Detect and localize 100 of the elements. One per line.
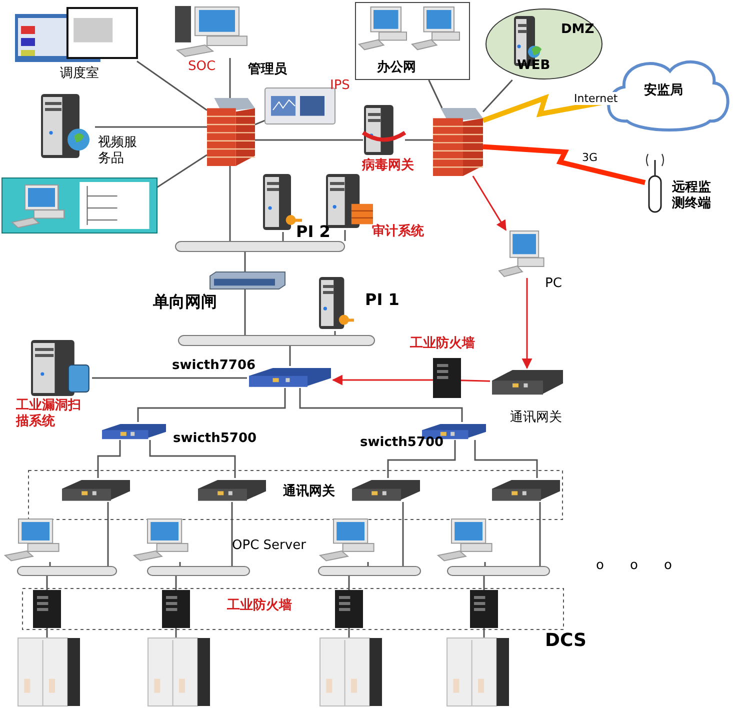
connector-line bbox=[482, 80, 513, 112]
dashed-group-box bbox=[28, 470, 563, 520]
device-label: swicth7706 bbox=[172, 358, 256, 374]
connector-line bbox=[483, 628, 485, 638]
network-bus-bar bbox=[17, 566, 117, 576]
connector-line bbox=[107, 502, 109, 566]
lightning-link bbox=[482, 94, 602, 123]
device-label: 远程监测终端 bbox=[672, 180, 712, 212]
connector-line bbox=[460, 380, 490, 382]
device-label: PI 1 bbox=[365, 290, 400, 310]
device-label: 工业防火墙 bbox=[410, 336, 475, 352]
connector-line bbox=[179, 562, 181, 566]
connector-line bbox=[136, 60, 208, 111]
network-bus-bar bbox=[447, 566, 550, 576]
device-label: 通讯网关 bbox=[510, 410, 562, 426]
tower-device-icon bbox=[162, 590, 190, 628]
node-label: 安监局 bbox=[644, 83, 683, 99]
connector-line bbox=[539, 502, 541, 566]
connector-line bbox=[299, 388, 463, 422]
connector-line bbox=[334, 331, 336, 335]
connector-line bbox=[483, 576, 485, 590]
edge-label: 3G bbox=[580, 151, 600, 164]
tower-device-icon bbox=[470, 590, 498, 628]
connector-line bbox=[255, 139, 363, 141]
connector-line bbox=[97, 440, 121, 478]
network-bus-bar bbox=[175, 241, 345, 252]
connector-line bbox=[405, 139, 433, 141]
tower-device-icon bbox=[433, 358, 461, 398]
antenna-icon bbox=[645, 152, 665, 212]
screenshot-picture bbox=[15, 8, 137, 62]
node-label: WEB bbox=[517, 58, 550, 74]
connector-line bbox=[49, 562, 51, 566]
appliance-icon bbox=[265, 88, 335, 124]
text-label: o bbox=[596, 558, 604, 574]
device-label: SOC bbox=[188, 59, 216, 75]
dashed-group-box bbox=[22, 588, 564, 630]
gateway-appliance-icon bbox=[60, 478, 132, 502]
connector-line bbox=[484, 562, 486, 566]
cabinet-icon bbox=[320, 638, 382, 706]
device-label: 视频服务品 bbox=[98, 135, 138, 166]
tower-device-icon bbox=[33, 590, 61, 628]
edge-label: Internet bbox=[572, 92, 620, 105]
device-label: PI 2 bbox=[296, 222, 330, 242]
cabinet-icon bbox=[447, 638, 509, 706]
cabinet-icon bbox=[18, 638, 80, 706]
connector-line bbox=[149, 440, 236, 478]
text-label: o bbox=[630, 558, 638, 574]
connector-line bbox=[387, 440, 456, 478]
text-label: DCS bbox=[545, 630, 586, 652]
connector-line bbox=[348, 628, 350, 638]
connector-line bbox=[282, 232, 284, 241]
monitoring-panel-picture bbox=[2, 178, 157, 233]
office-network-box bbox=[355, 2, 470, 80]
server-icon bbox=[30, 338, 92, 398]
connector-line bbox=[244, 289, 246, 335]
device-label: 管理员 bbox=[248, 62, 287, 78]
device-label: 调度室 bbox=[60, 66, 99, 82]
connector-line bbox=[472, 176, 506, 231]
connector-line bbox=[402, 502, 404, 566]
connector-line bbox=[175, 576, 177, 590]
gateway-appliance-icon bbox=[350, 478, 422, 502]
connector-line bbox=[46, 576, 48, 590]
connector-line bbox=[92, 377, 247, 379]
gateway-appliance-icon bbox=[490, 478, 562, 502]
tower-device-icon bbox=[335, 590, 363, 628]
node-label: DMZ bbox=[561, 22, 594, 38]
connector-line bbox=[474, 440, 538, 478]
lightning-link bbox=[482, 144, 646, 186]
connector-line bbox=[244, 252, 246, 272]
gateway-appliance-icon bbox=[490, 368, 565, 396]
dmz-ellipse bbox=[485, 8, 603, 80]
connector-line bbox=[289, 346, 291, 366]
connector-line bbox=[332, 374, 433, 386]
device-label: 单向网闸 bbox=[153, 292, 217, 312]
connector-line bbox=[175, 628, 177, 638]
node-label: 工业防火墙 bbox=[227, 598, 292, 614]
connector-line bbox=[229, 58, 231, 98]
text-label: OPC Server bbox=[232, 538, 306, 554]
connector-line bbox=[229, 166, 231, 241]
connector-line bbox=[95, 126, 207, 128]
connector-line bbox=[428, 80, 443, 108]
network-bus-bar bbox=[318, 566, 421, 576]
firewall-icon bbox=[433, 108, 483, 176]
device-label: IPS bbox=[330, 78, 350, 94]
firewall-icon bbox=[207, 98, 255, 166]
device-label: swicth5700 bbox=[360, 435, 444, 451]
device-label: 病毒网关 bbox=[362, 158, 414, 174]
connector-line bbox=[46, 628, 48, 638]
connector-line bbox=[137, 388, 286, 422]
server-icon bbox=[318, 275, 354, 331]
connector-line bbox=[231, 502, 233, 566]
connector-line bbox=[367, 562, 369, 566]
switch-icon bbox=[100, 422, 168, 440]
cabinet-icon bbox=[148, 638, 210, 706]
connector-line bbox=[344, 230, 346, 241]
gateway-appliance-icon bbox=[210, 272, 285, 289]
device-label: PC bbox=[545, 276, 562, 292]
connector-line bbox=[156, 154, 208, 188]
network-bus-bar bbox=[147, 566, 250, 576]
connector-line bbox=[254, 120, 266, 126]
